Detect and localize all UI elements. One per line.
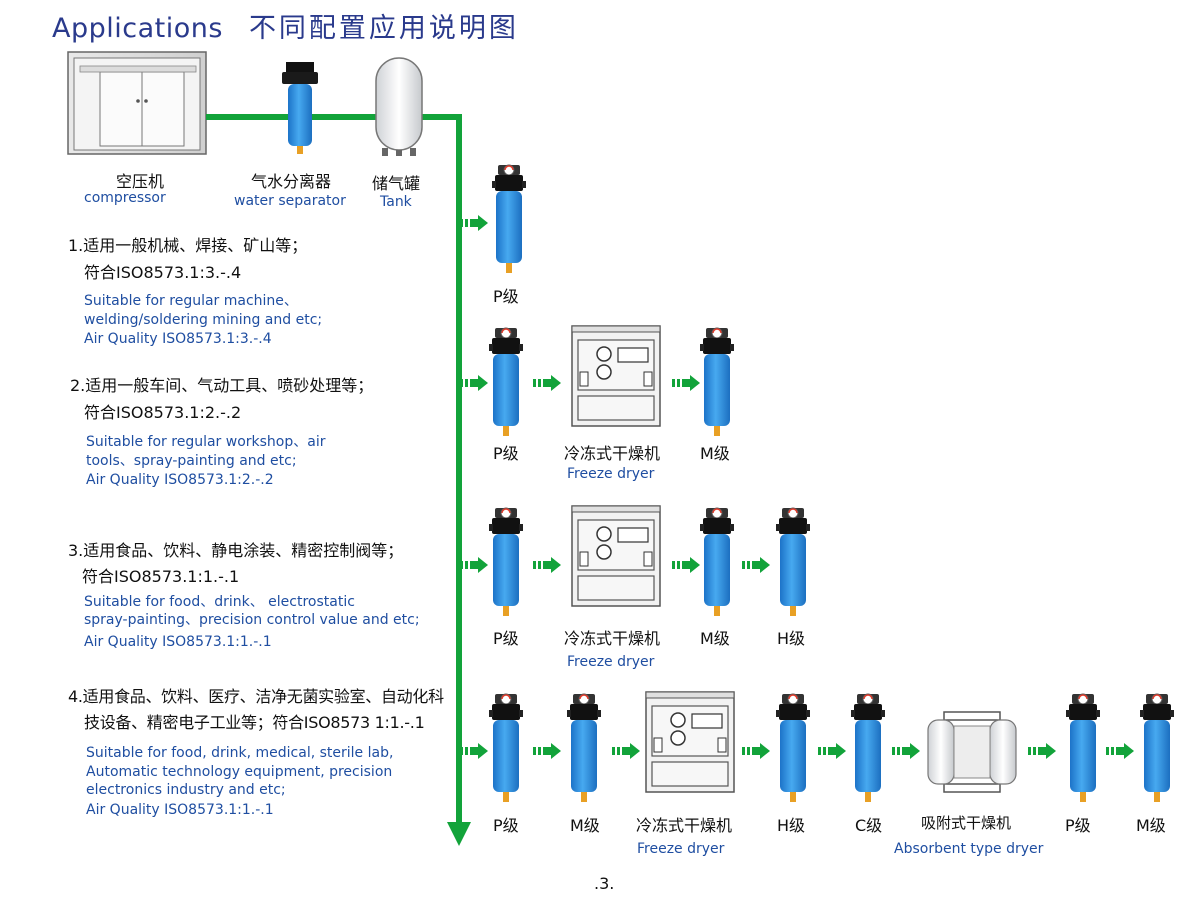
chain-label: P级 [493, 816, 519, 835]
app1-standard-zh: 符合ISO8573.1:3.-.4 [84, 263, 242, 282]
filter-icon [699, 327, 735, 437]
filter-icon [488, 327, 524, 437]
freeze-dryer-icon [571, 325, 661, 427]
filter-icon [488, 507, 524, 617]
page-number: .3. [594, 874, 615, 893]
chain-label: 冷冻式干燥机 [636, 816, 733, 835]
chain-label: P级 [493, 629, 519, 648]
app2-desc-en: Suitable for regular workshop、air [86, 434, 326, 450]
chain-label: M级 [700, 444, 730, 463]
chain-label: H级 [777, 816, 806, 835]
compressor-label-en: compressor [84, 190, 166, 206]
compressor-label-zh: 空压机 [116, 172, 165, 191]
separator-label-en: water separator [234, 193, 346, 209]
separator-label-zh: 气水分离器 [251, 172, 332, 191]
tank-icon [375, 57, 423, 156]
app4-desc-en: electronics industry and etc; [86, 782, 286, 798]
flow-arrow [460, 557, 488, 573]
filter-icon [1139, 693, 1175, 803]
filter-icon [1065, 693, 1101, 803]
title-zh: 不同配置应用说明图 [248, 13, 519, 44]
app3-desc-en: Suitable for food、drink、 electrostatic [84, 594, 355, 610]
chain-label: 吸附式干燥机 [921, 814, 1012, 832]
app2-desc-en: tools、spray-painting and etc; [86, 453, 297, 469]
app4-quality-en: Air Quality ISO8573.1:1.-.1 [86, 802, 274, 818]
flow-arrow [1106, 743, 1134, 759]
flow-arrow [460, 215, 488, 231]
flow-arrow [672, 375, 700, 391]
app3-standard-zh: 符合ISO8573.1:1.-.1 [82, 567, 240, 586]
tank-label-en: Tank [380, 194, 412, 210]
chain-label: 冷冻式干燥机 [564, 629, 661, 648]
main-pipe [206, 114, 471, 846]
chain-label: P级 [493, 444, 519, 463]
chain-label: H级 [777, 629, 806, 648]
app4-desc-en: Suitable for food, drink, medical, steri… [86, 745, 394, 761]
flow-arrow [533, 557, 561, 573]
flow-arrow [742, 743, 770, 759]
chain-label-en: Freeze dryer [637, 841, 725, 857]
app4-standard-zh: 技设备、精密电子工业等；符合ISO8573 1:1.-.1 [84, 713, 425, 732]
app4-desc-zh: 4.适用食品、饮料、医疗、洁净无菌实验室、自动化科 [68, 687, 444, 706]
filter-icon [850, 693, 886, 803]
absorbent-dryer-icon [927, 711, 1017, 793]
freeze-dryer-icon [571, 505, 661, 607]
app1-quality-en: Air Quality ISO8573.1:3.-.4 [84, 331, 272, 347]
app2-quality-en: Air Quality ISO8573.1:2.-.2 [86, 472, 274, 488]
filter-icon [775, 693, 811, 803]
flow-arrow [460, 743, 488, 759]
flow-arrow [742, 557, 770, 573]
chain-label: 冷冻式干燥机 [564, 444, 661, 463]
compressor-icon [67, 51, 207, 155]
filter-icon [699, 507, 735, 617]
flow-arrow [1028, 743, 1056, 759]
app1-desc-zh: 1.适用一般机械、焊接、矿山等； [68, 236, 308, 255]
app3-desc-zh: 3.适用食品、饮料、静电涂装、精密控制阀等； [68, 541, 404, 560]
chain-label: M级 [570, 816, 600, 835]
app2-standard-zh: 符合ISO8573.1:2.-.2 [84, 403, 242, 422]
flow-arrow [818, 743, 846, 759]
app4-desc-en: Automatic technology equipment, precisio… [86, 764, 393, 780]
freeze-dryer-icon [645, 691, 735, 793]
flow-arrow [612, 743, 640, 759]
chain-label: P级 [493, 287, 519, 306]
chain-label: P级 [1065, 816, 1091, 835]
page-title: Applications 不同配置应用说明图 [52, 6, 519, 45]
flow-arrow [460, 375, 488, 391]
flow-arrow [533, 375, 561, 391]
filter-icon [775, 507, 811, 617]
chain-label-en: Freeze dryer [567, 654, 655, 670]
app2-desc-zh: 2.适用一般车间、气动工具、喷砂处理等； [70, 376, 374, 395]
flow-arrow [533, 743, 561, 759]
chain-label-en: Absorbent type dryer [894, 841, 1044, 857]
chain-label: C级 [855, 816, 883, 835]
water-separator-icon [282, 62, 318, 154]
title-en: Applications [52, 13, 223, 44]
chain-label: M级 [700, 629, 730, 648]
app3-desc-en: spray-painting、precision control value a… [84, 612, 420, 628]
filter-icon [491, 164, 527, 274]
app1-desc-en: welding/soldering mining and etc; [84, 312, 323, 328]
app1-desc-en: Suitable for regular machine、 [84, 293, 298, 309]
flow-arrow [892, 743, 920, 759]
chain-label: M级 [1136, 816, 1166, 835]
tank-label-zh: 储气罐 [372, 174, 421, 193]
filter-icon [566, 693, 602, 803]
flow-arrow [672, 557, 700, 573]
filter-icon [488, 693, 524, 803]
app3-quality-en: Air Quality ISO8573.1:1.-.1 [84, 634, 272, 650]
chain-label-en: Freeze dryer [567, 466, 655, 482]
